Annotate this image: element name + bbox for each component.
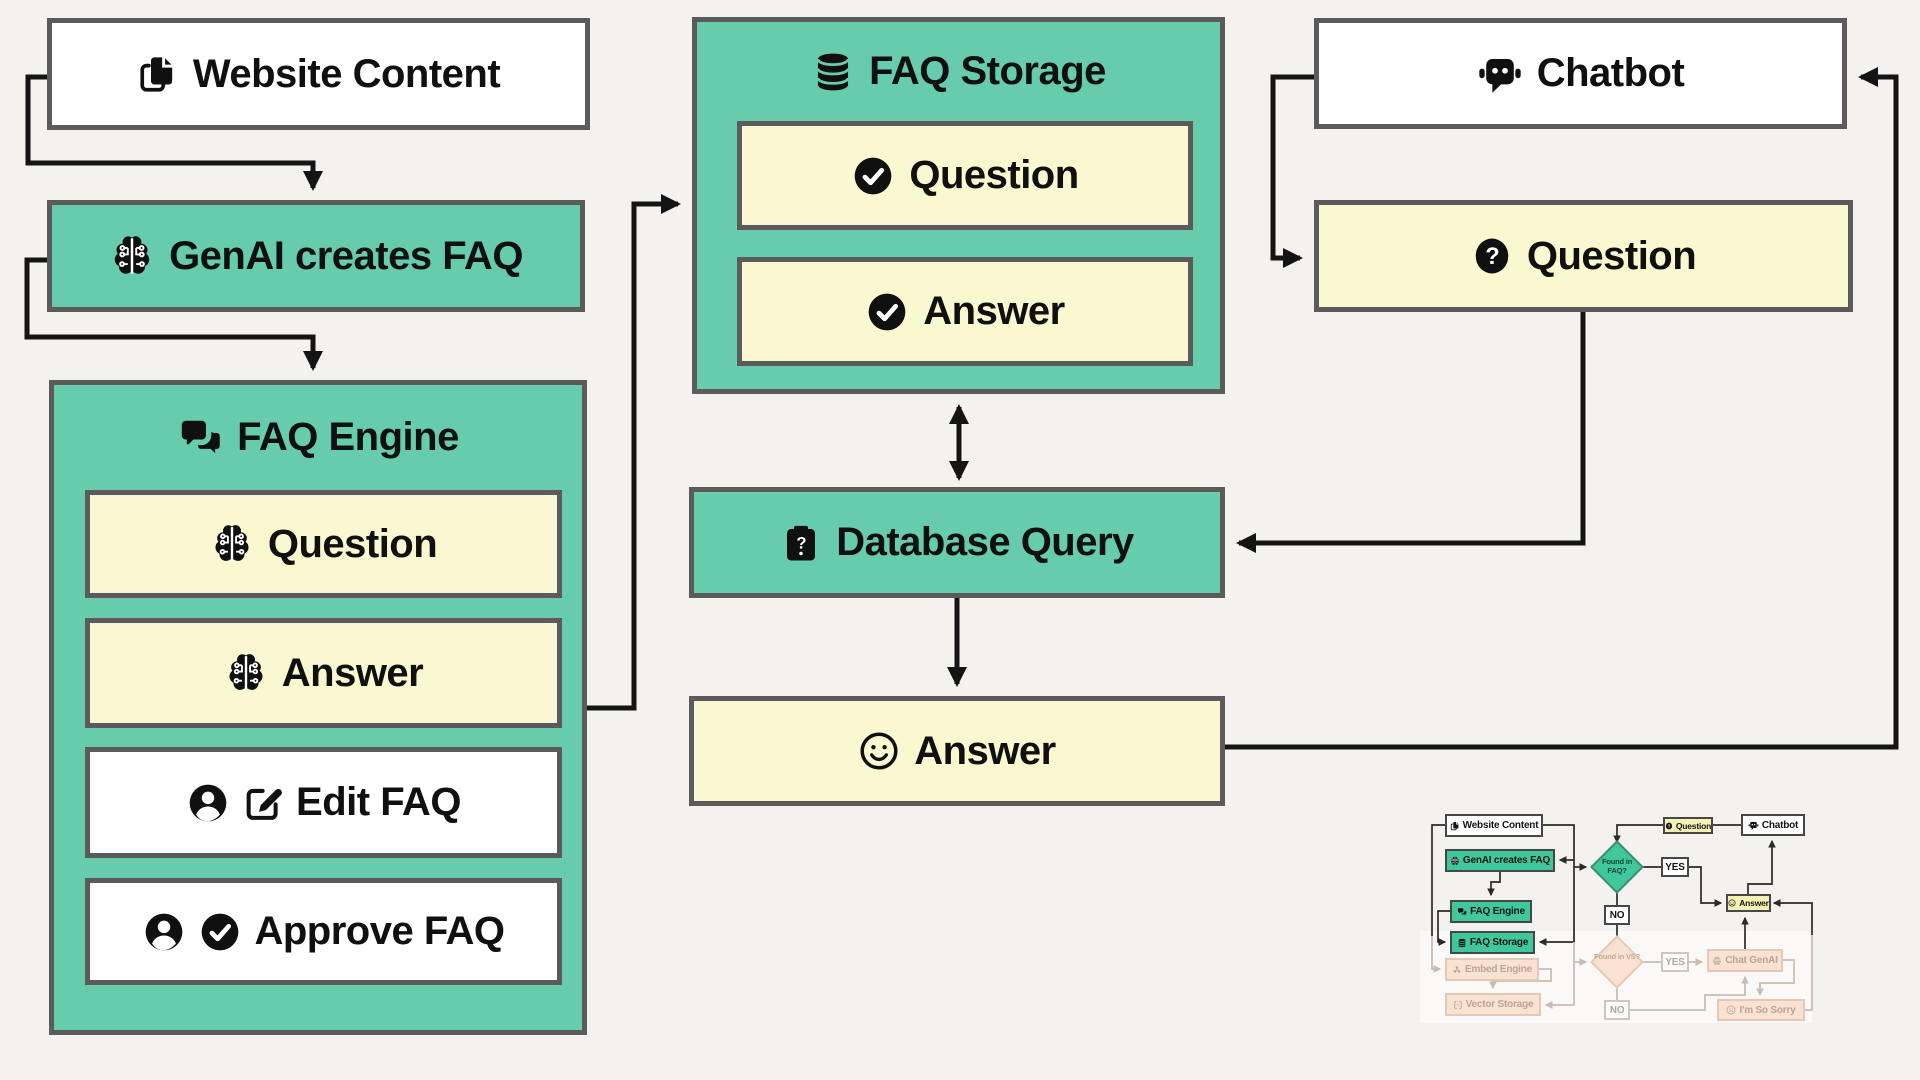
node-label: Edit FAQ <box>296 780 461 824</box>
mini-node-genai-creates-faq: GenAI creates FAQ <box>1445 849 1555 872</box>
mini-label: Vector Storage <box>1465 999 1534 1010</box>
node-label: Database Query <box>836 520 1134 564</box>
brackets-icon <box>1453 1000 1463 1010</box>
arrow-answer-to-chatbot <box>1225 67 1899 750</box>
mini-label: NO <box>1609 909 1625 921</box>
node-label: Question <box>1526 233 1697 278</box>
node-label: Answer <box>923 289 1065 333</box>
mini-label: Chatbot <box>1761 819 1799 831</box>
smiley-icon <box>1728 899 1736 907</box>
mini-label: I'm So Sorry <box>1739 1004 1796 1016</box>
mini-label: FAQ Storage <box>1469 937 1529 948</box>
mini-node-website-content: Website Content <box>1445 814 1543 837</box>
chatbot-icon <box>1477 51 1523 97</box>
mini-node-chatbot: Chatbot <box>1741 814 1805 836</box>
node-label: Website Content <box>192 51 501 96</box>
check-circle-icon <box>198 910 242 954</box>
mini-label: NO <box>1609 1004 1625 1016</box>
mini-label: YES <box>1665 956 1685 968</box>
node-user-question: Question <box>1314 200 1853 312</box>
mini-node-no-1: NO <box>1604 905 1630 925</box>
comments-icon <box>177 415 223 461</box>
node-edit-faq: Edit FAQ <box>85 747 562 858</box>
group-title: FAQ Storage <box>869 49 1106 93</box>
question-circle-icon <box>1471 235 1513 277</box>
mini-node-answer: Answer <box>1726 894 1771 912</box>
node-label: Question <box>267 521 438 566</box>
mini-node-vector-storage: Vector Storage <box>1445 993 1541 1016</box>
database-icon <box>811 50 855 94</box>
node-engine-question: Question <box>85 490 562 598</box>
mini-node-question: Question <box>1663 817 1713 834</box>
arrow-question-to-query <box>1236 312 1586 553</box>
node-label: Chatbot <box>1536 51 1685 95</box>
node-label: Answer <box>914 728 1056 773</box>
copy-icon <box>137 53 179 95</box>
person-circle-icon <box>186 781 230 825</box>
smiley-icon <box>858 730 900 772</box>
brain-circuit-icon <box>210 522 254 566</box>
mini-label: YES <box>1665 861 1685 873</box>
node-website-content: Website Content <box>47 18 590 130</box>
node-storage-question: Question <box>737 121 1193 230</box>
comments-icon <box>1457 907 1467 917</box>
group-faq-storage: FAQ Storage Question Answer <box>692 17 1225 394</box>
brain-circuit-icon <box>109 233 155 279</box>
arrow-engine-to-storage <box>587 194 681 711</box>
faq-storage-header: FAQ Storage <box>697 22 1220 121</box>
node-approve-faq: Approve FAQ <box>85 878 562 985</box>
node-label: GenAI creates FAQ <box>169 233 523 278</box>
mini-node-faq-engine: FAQ Engine <box>1450 900 1532 923</box>
node-engine-answer: Answer <box>85 618 562 728</box>
node-label: Approve FAQ <box>254 909 505 953</box>
mini-label: Embed Engine <box>1464 964 1533 975</box>
mini-label: Chat GenAI <box>1725 955 1778 966</box>
mini-label: Question <box>1675 820 1712 831</box>
mini-node-yes-2: YES <box>1661 952 1689 972</box>
sad-face-icon <box>1726 1005 1736 1015</box>
mini-label: Answer <box>1739 898 1769 908</box>
check-circle-icon <box>865 290 909 334</box>
overview-minimap: Website Content GenAI creates FAQ FAQ En… <box>1420 800 1820 1050</box>
mini-label: Website Content <box>1462 820 1539 831</box>
node-storage-answer: Answer <box>737 257 1193 366</box>
mini-node-im-so-sorry: I'm So Sorry <box>1717 999 1805 1021</box>
check-circle-icon <box>851 154 895 198</box>
mini-node-embed-engine: Embed Engine <box>1445 958 1539 981</box>
faq-engine-header: FAQ Engine <box>54 385 582 490</box>
node-genai-creates-faq: GenAI creates FAQ <box>47 200 585 312</box>
mini-node-chat-genai: Chat GenAI <box>1707 949 1783 972</box>
edit-icon <box>242 782 284 824</box>
mini-decision-label: Found in FAQ? <box>1601 857 1633 875</box>
node-final-answer: Answer <box>689 696 1225 806</box>
mini-decision-label: Found in VS? <box>1594 952 1640 961</box>
database-icon <box>1457 938 1467 948</box>
chatbot-icon <box>1748 820 1759 831</box>
group-faq-engine: FAQ Engine Question Answer Edit FAQ Appr… <box>49 380 587 1035</box>
mini-node-yes-1: YES <box>1661 857 1689 877</box>
node-database-query: Database Query <box>689 487 1225 598</box>
node-chatbot: Chatbot <box>1314 18 1847 129</box>
question-circle-icon <box>1665 822 1673 830</box>
mini-node-faq-storage: FAQ Storage <box>1450 931 1535 954</box>
brain-circuit-icon <box>1450 856 1460 866</box>
brain-circuit-icon <box>224 651 268 695</box>
group-title: FAQ Engine <box>237 415 459 459</box>
arrow-chatbot-to-question <box>1270 74 1314 268</box>
fan-icon <box>1452 965 1462 975</box>
mini-label: FAQ Engine <box>1470 906 1525 917</box>
node-label: Answer <box>281 650 424 695</box>
clipboard-question-icon <box>780 522 822 564</box>
copy-icon <box>1450 821 1460 831</box>
mini-node-no-2: NO <box>1604 1000 1630 1020</box>
brain-circuit-icon <box>1712 956 1722 966</box>
person-circle-icon <box>142 910 186 954</box>
mini-label: GenAI creates FAQ <box>1462 855 1551 866</box>
node-label: Question <box>909 153 1079 197</box>
